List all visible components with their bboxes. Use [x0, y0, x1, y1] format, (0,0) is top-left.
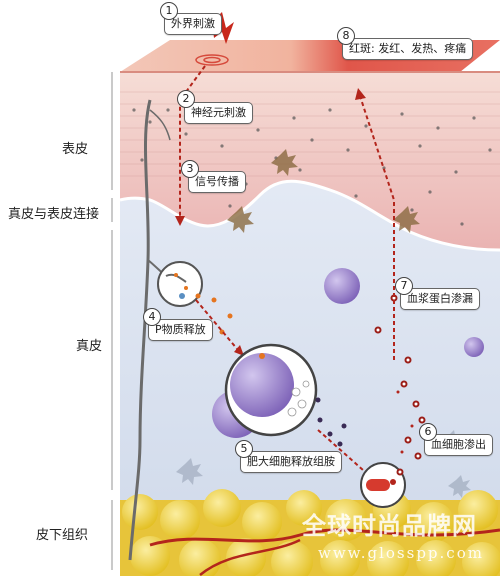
layer-label-dermis: 真皮 [76, 339, 103, 354]
step-label: 神经元刺激 [184, 102, 253, 124]
melanocytes [227, 149, 420, 233]
step-label: 血细胞渗出 [424, 434, 493, 456]
step-number: 7 [395, 277, 413, 295]
step-label: 外界刺激 [164, 13, 222, 35]
layer-label-dej: 真皮与表皮连接 [8, 207, 100, 222]
layer-label-subcutaneous: 皮下组织 [36, 528, 89, 543]
blood-cells [374, 294, 426, 476]
nerve-ending-magnifier [157, 261, 203, 307]
step-label: 红斑: 发红、发热、疼痛 [342, 38, 474, 60]
step-number: 2 [177, 90, 195, 108]
step-label: 信号传播 [188, 171, 246, 193]
step-label: P物质释放 [148, 319, 213, 341]
plasma-leak-path [359, 95, 395, 360]
epidermis-cells [120, 91, 500, 177]
watermark-text: 全球时尚品牌网 [302, 511, 477, 540]
subcutaneous-fat [120, 489, 500, 576]
step-number: 4 [143, 308, 161, 326]
step-label: 血浆蛋白渗漏 [400, 288, 480, 310]
watermark-url: www.glosspp.com [318, 544, 484, 562]
step-number: 5 [235, 440, 253, 458]
step-number: 8 [337, 27, 355, 45]
step-number: 1 [160, 2, 178, 20]
step-number: 3 [181, 160, 199, 178]
substance-p-dots [195, 293, 233, 335]
step-number: 6 [419, 423, 437, 441]
layer-label-epidermis: 表皮 [62, 142, 89, 157]
step-label: 肥大细胞释放组胺 [240, 451, 342, 473]
